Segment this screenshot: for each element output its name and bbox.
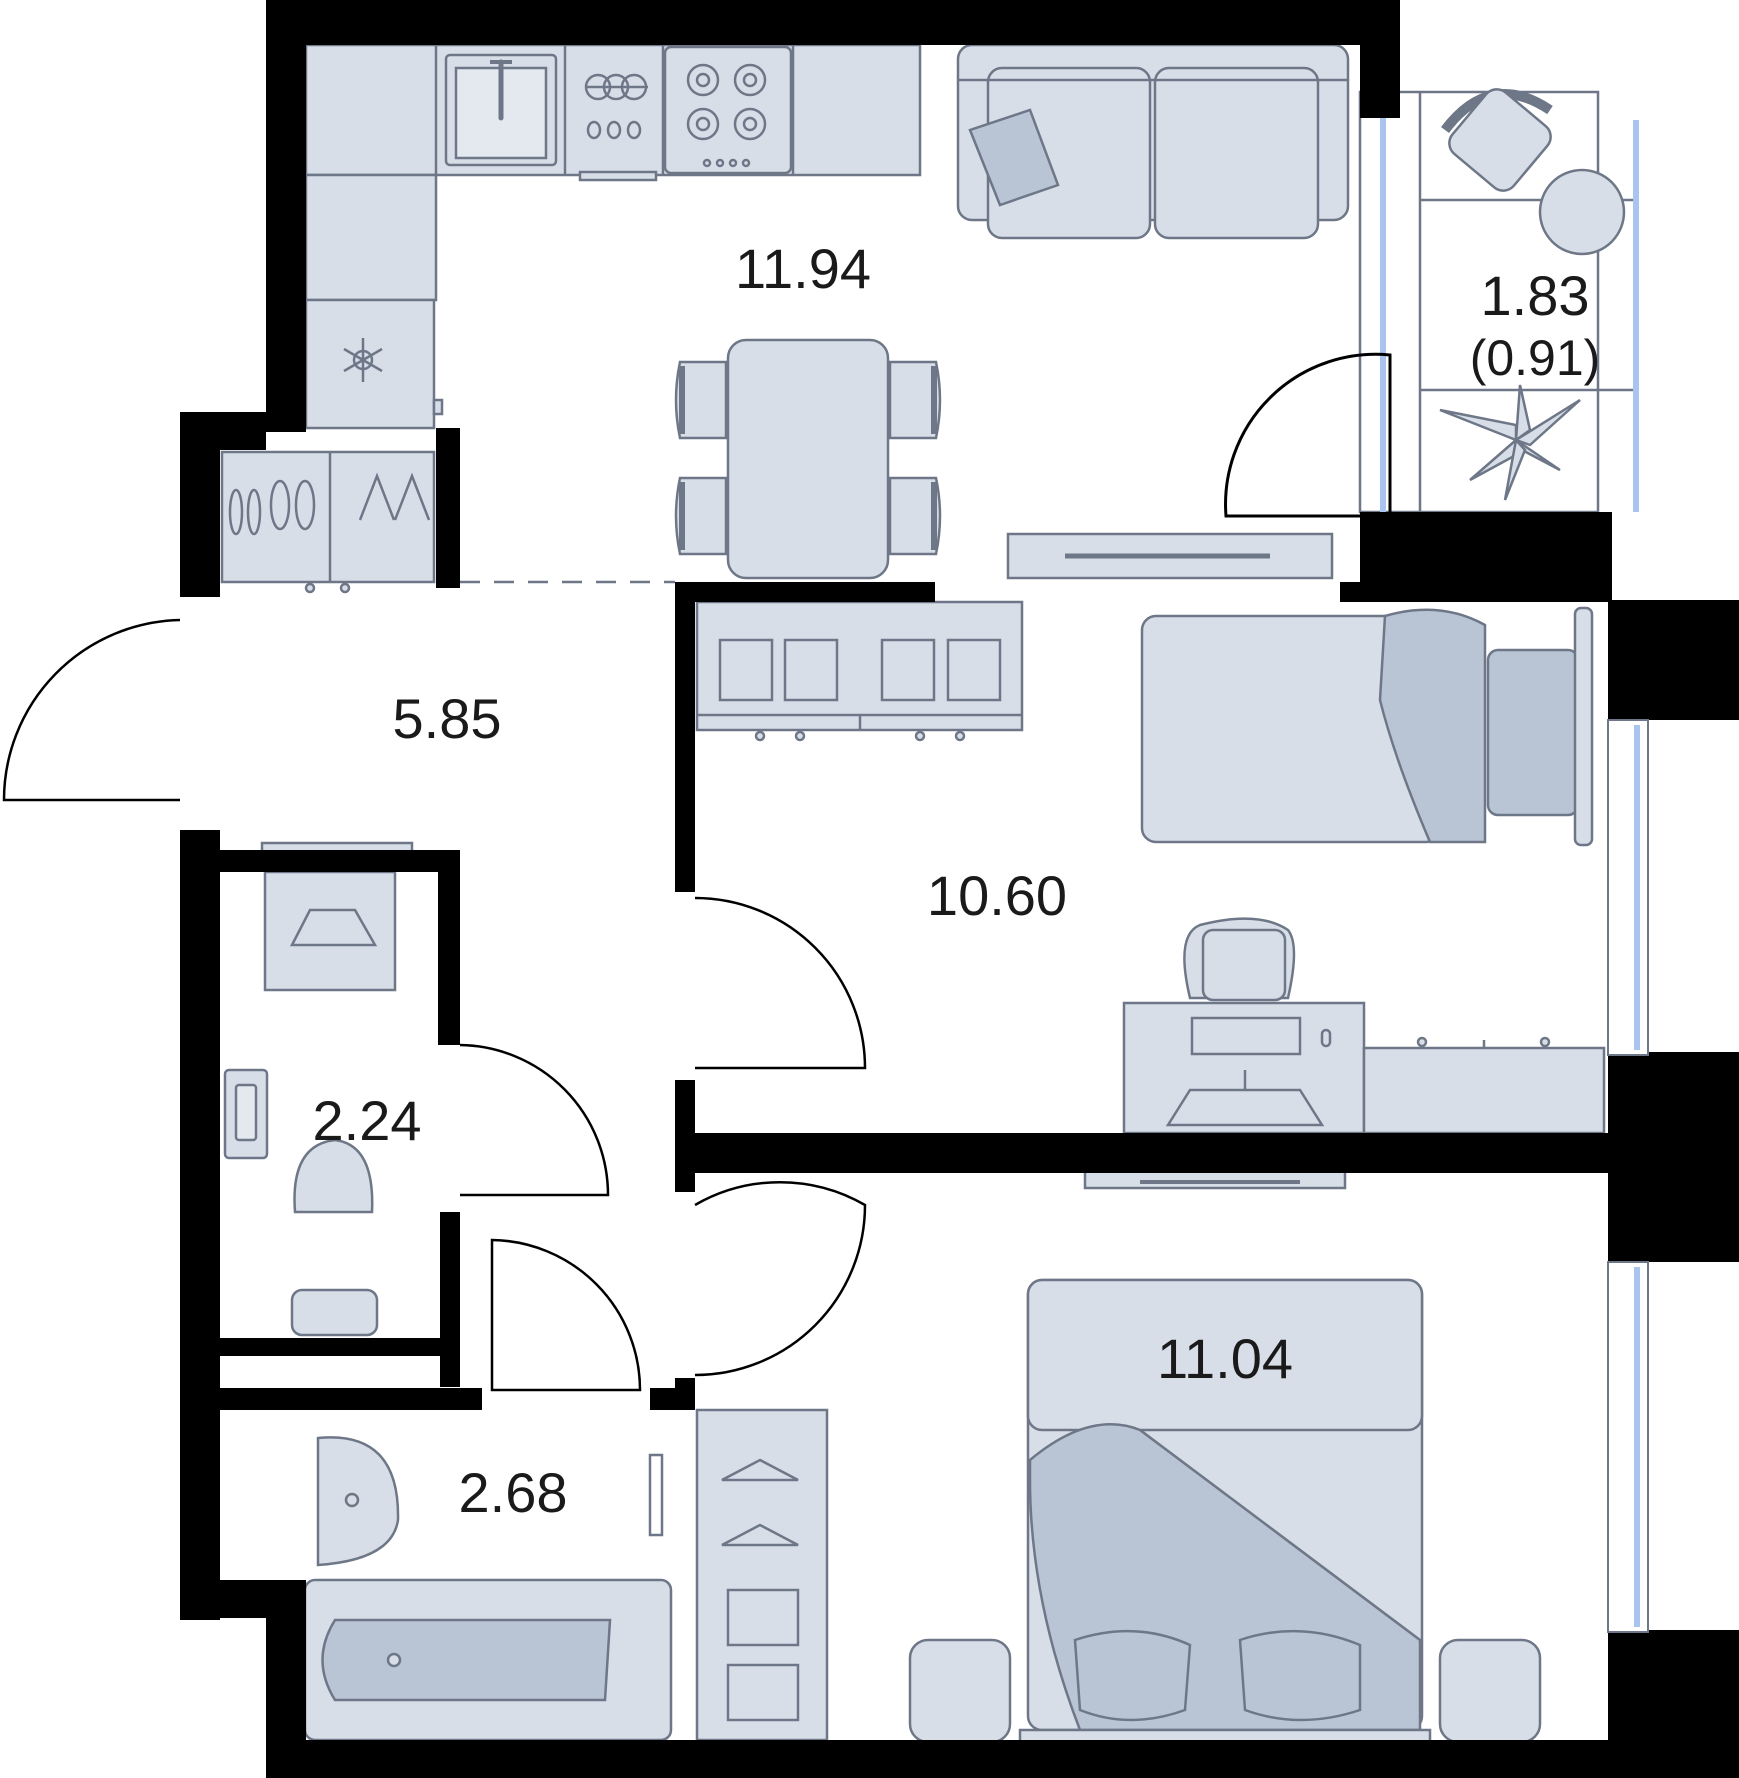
toilet-icon bbox=[223, 1068, 379, 1337]
area-balcony: 1.83 bbox=[1481, 264, 1590, 327]
wardrobe-2 bbox=[695, 1408, 829, 1742]
cooktop-icon bbox=[663, 45, 793, 175]
area-hallway: 5.85 bbox=[393, 687, 502, 750]
entrance-door bbox=[2, 618, 181, 802]
bed-2 bbox=[908, 1278, 1542, 1746]
dining-table bbox=[674, 338, 942, 580]
sink-icon bbox=[444, 53, 558, 167]
balcony-chair bbox=[1441, 88, 1553, 192]
doors bbox=[2, 352, 1392, 1392]
furniture bbox=[220, 43, 1639, 1746]
shoe-cabinet bbox=[220, 450, 436, 594]
bedroom-1-door bbox=[694, 896, 867, 1070]
toilet-door bbox=[459, 1043, 610, 1197]
bathroom-sink bbox=[316, 1436, 400, 1567]
balcony-door bbox=[1224, 352, 1392, 518]
tv-stand bbox=[1006, 532, 1334, 580]
walls bbox=[180, 0, 1739, 1778]
bedroom-2-door bbox=[694, 1181, 867, 1377]
sofa bbox=[956, 43, 1350, 240]
bed-1 bbox=[1140, 606, 1594, 847]
area-balcony-reduced: (0.91) bbox=[1470, 330, 1601, 386]
area-bedroom-1: 10.60 bbox=[927, 864, 1067, 927]
area-bathroom: 2.68 bbox=[459, 1461, 568, 1524]
fridge-snowflake-icon bbox=[343, 338, 444, 416]
bathroom-door bbox=[490, 1238, 642, 1392]
area-labels: 11.94 5.85 10.60 11.04 2.24 2.68 1.83 (0… bbox=[313, 237, 1601, 1524]
area-kitchen-living: 11.94 bbox=[735, 237, 871, 300]
wardrobe-1 bbox=[695, 600, 1024, 742]
area-toilet: 2.24 bbox=[313, 1089, 422, 1152]
balcony-table bbox=[1538, 168, 1626, 256]
dishwasher-icon bbox=[578, 73, 658, 182]
bathtub bbox=[303, 1453, 673, 1742]
area-bedroom-2: 11.04 bbox=[1157, 1327, 1293, 1390]
desk bbox=[1122, 917, 1606, 1135]
washing-machine bbox=[260, 841, 414, 992]
plant-icon bbox=[1439, 384, 1581, 501]
windows bbox=[1607, 719, 1649, 1633]
